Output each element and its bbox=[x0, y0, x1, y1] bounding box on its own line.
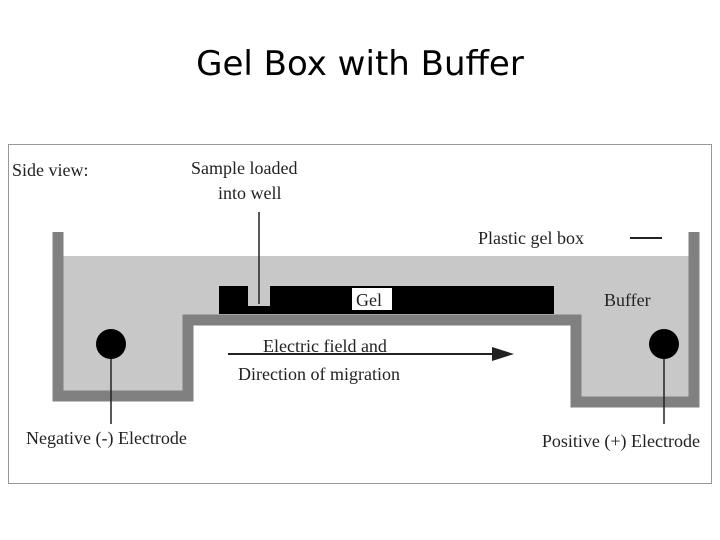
buffer-label: Buffer bbox=[604, 290, 651, 310]
plastic-gel-box bbox=[52, 232, 700, 408]
positive-electrode-label: Positive (+) Electrode bbox=[542, 431, 700, 452]
positive-electrode bbox=[649, 329, 679, 359]
field-label-line2: Direction of migration bbox=[238, 364, 400, 384]
negative-electrode bbox=[96, 329, 126, 359]
negative-electrode-label: Negative (-) Electrode bbox=[26, 428, 187, 449]
migration-arrowhead bbox=[492, 347, 514, 361]
sample-label-line1: Sample loaded bbox=[191, 158, 297, 178]
view-label: Side view: bbox=[12, 160, 89, 180]
sample-label-line2: into well bbox=[218, 183, 282, 203]
box-label: Plastic gel box bbox=[478, 228, 584, 248]
field-label-line1: Electric field and bbox=[263, 336, 387, 356]
gel-box-diagram: Side view: Sample loaded into well Plast… bbox=[8, 144, 712, 484]
gel-label-bg bbox=[352, 288, 392, 310]
gel-label: Gel bbox=[356, 290, 382, 310]
gel-box-svg: Side view: Sample loaded into well Plast… bbox=[8, 144, 712, 484]
slide-title: Gel Box with Buffer bbox=[196, 44, 524, 84]
